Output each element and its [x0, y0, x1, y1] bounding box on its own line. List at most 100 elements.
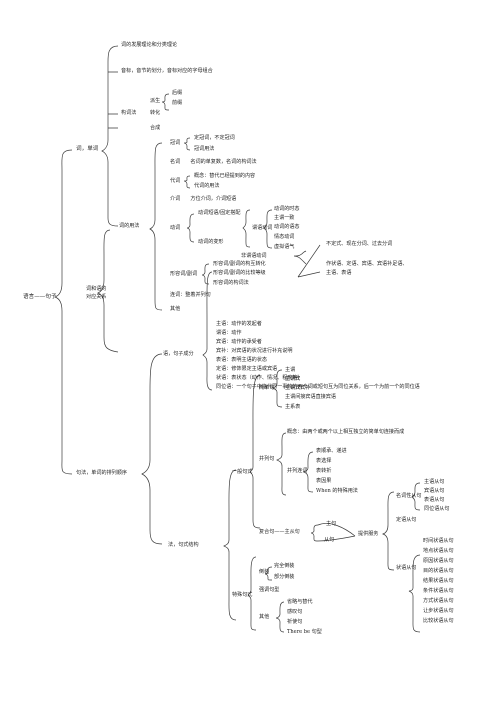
- tense-item-5: 虚拟语气: [274, 244, 295, 250]
- predicate-brace: [242, 209, 251, 248]
- noun-clause-item-1: 主语从句: [424, 479, 445, 485]
- pronoun-item-2: 代词的用法: [194, 183, 220, 189]
- noun-clause-item-4: 同位语从句: [424, 506, 450, 512]
- adv-clause-item-6: 条件状语从句: [423, 588, 454, 594]
- sentence-branch-node: 句法，单词的排列顺序: [76, 470, 127, 476]
- service-brace: [381, 491, 395, 571]
- relation-brace: [97, 229, 119, 353]
- general-node: 一般句式: [232, 469, 253, 475]
- component-brace: [202, 271, 213, 391]
- component-appositive: 同位语：一个句子中指代同一事物的两个词或短句互为同位关系，后一个为前一个的同位语: [216, 384, 420, 390]
- inversion-node: 倒装: [259, 569, 270, 575]
- special-node: 特殊句式: [232, 592, 253, 598]
- components-node: 语，句子成分: [163, 351, 194, 357]
- adv-clause-node: 状语从句: [396, 565, 417, 571]
- general-brace: [249, 374, 261, 529]
- simple-item-3: 主谓宾宾补: [285, 385, 311, 391]
- other-item-4: There be 句型: [287, 629, 322, 635]
- noun-clause-item-2: 宾语从句: [424, 488, 445, 494]
- word-branch-node: 词，单词: [76, 146, 99, 152]
- inversion-item-2: 部分倒装: [274, 574, 295, 580]
- special-brace: [247, 556, 257, 631]
- adv-clause-item-5: 结果状语从句: [423, 578, 454, 584]
- nonpredicate-forms: 不定式、现在分词、过去分词: [326, 241, 393, 247]
- component-subject: 主语：动作的发起者: [216, 321, 262, 327]
- article-brace: [183, 137, 191, 151]
- usage-node: 词的用法: [119, 223, 140, 229]
- conj-item-4: 表因果: [316, 478, 332, 484]
- word-brace-ticks: [108, 71, 118, 129]
- phonetics-node: 音标，音节的划分，音标对应的字母组合: [121, 68, 213, 74]
- conj-item-2: 表选择: [316, 458, 332, 464]
- simple-node: 简单句: [259, 385, 275, 391]
- nonpredicate-node: 非谓语动词: [241, 253, 267, 259]
- component-predicate: 谓语：动作: [216, 330, 242, 336]
- conj-item-5: When 的特殊用法: [316, 488, 358, 494]
- adv-clause-item-2: 地点状语从句: [423, 548, 454, 554]
- adj-node: 形容词/副词: [170, 271, 198, 277]
- adj-item-2: 形容词/副词的比较等级: [213, 270, 266, 276]
- noun-node: 名词 名词的单复数，名词的构词法: [170, 159, 257, 165]
- adv-clause-brace: [408, 554, 421, 633]
- adv-clause-item-4: 目的状语从句: [423, 568, 454, 574]
- formation-node: 构词法: [121, 110, 137, 116]
- theory-node: 词的发展理论和分类理论: [121, 42, 178, 48]
- pronouns-node: 代词: [170, 178, 181, 184]
- main-clause-node: 主句: [326, 521, 337, 527]
- compound-def: 概念：由两个或两个以上相互独立的简单句连接而成: [287, 429, 405, 435]
- pronoun-brace: [183, 175, 191, 189]
- other-brace: [275, 601, 285, 633]
- sub-clause-node: 从句: [324, 537, 335, 543]
- adv-clause-item-8: 让步状语从句: [423, 608, 454, 614]
- noun-clause-node: 名词性从句: [396, 493, 422, 499]
- adv-clause-item-3: 原因状语从句: [423, 558, 454, 564]
- articles-node: 冠词: [170, 140, 181, 146]
- component-predicative: 表语：表明主语的状态: [216, 357, 267, 363]
- relation-node-line2: 对应关系: [86, 294, 107, 300]
- simple-item-1: 主谓: [285, 367, 296, 373]
- adv-clause-item-1: 时间状语从句: [423, 538, 454, 544]
- compound-node: 并列句: [259, 456, 275, 462]
- simple-item-4: 主谓间接宾语直接宾语: [285, 394, 336, 400]
- prep-node: 介词 方位介词，介词短语: [170, 196, 237, 202]
- component-object: 宾语：动作的承受者: [216, 339, 262, 345]
- nonpredicate-roles-1: 作状语、定语、宾语、宾语补足语、: [326, 261, 408, 267]
- tense-item-2: 主谓一致: [274, 215, 295, 221]
- conversion-node: 转化: [150, 110, 161, 116]
- attr-clause-node: 定语从句: [396, 517, 417, 523]
- tense-item-3: 动词的语态: [274, 224, 300, 230]
- component-attribute: 定语：修饰限定主语或宾语: [216, 366, 278, 372]
- verb-brace: [186, 213, 195, 243]
- nonpredicate-link: [297, 244, 321, 278]
- predicate-verb-node: 谓语动词: [252, 225, 273, 231]
- structure-brace: [223, 469, 237, 621]
- adj-item-1: 形容词/副词的构互转化: [213, 261, 266, 267]
- relation-node-line1: 词和语的: [86, 286, 107, 292]
- usage-brace: [149, 142, 163, 311]
- clause-brace: [310, 524, 319, 542]
- other-node: 其他: [259, 614, 270, 620]
- compound-node: 合成: [150, 125, 161, 131]
- root-brace: [53, 149, 73, 475]
- verb-phrase-node: 动词短语/固定搭配: [198, 210, 241, 216]
- noun-clause-item-3: 表语从句: [424, 497, 445, 503]
- word-brace: [101, 45, 119, 227]
- component-adverbial: 状语：表状态（动作、情况、程度等）: [216, 375, 303, 381]
- other-item-3: 祈使句: [287, 619, 303, 625]
- article-item-1: 定冠词，不定冠词: [194, 135, 235, 141]
- derivation-node: 派生: [150, 98, 161, 104]
- root-node: 语言——句子: [23, 294, 57, 300]
- nonpredicate-roles-2: 主语、表语: [326, 270, 352, 276]
- tense-brace: [263, 209, 273, 249]
- adj-item-3: 形容词的构词法: [213, 280, 249, 286]
- derivation-brace: [161, 93, 170, 111]
- service-link: [317, 523, 356, 542]
- tense-item-4: 情态动词: [274, 234, 295, 240]
- nonpredicate-fork: [293, 250, 307, 265]
- inversion-item-1: 完全倒装: [274, 563, 295, 569]
- inversion-brace: [264, 566, 273, 581]
- noun-clause-brace: [411, 482, 421, 511]
- pronoun-item-1: 概念：替代已经提到的内容: [194, 173, 256, 179]
- conj-brace: [303, 451, 314, 493]
